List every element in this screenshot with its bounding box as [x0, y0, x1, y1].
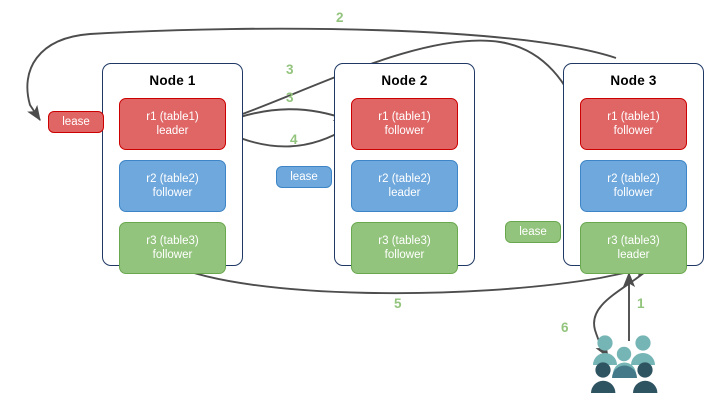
replica-r3[interactable]: r3 (table3) leader [580, 222, 687, 274]
edge-4 [226, 125, 351, 148]
replica-role: follower [384, 125, 425, 137]
replica-name: r3 (table3) [378, 235, 431, 247]
replica-r2[interactable]: r2 (table2) follower [580, 160, 687, 212]
replica-name: r3 (table3) [607, 235, 660, 247]
replica-role: follower [613, 125, 654, 137]
replica-name: r3 (table3) [146, 235, 199, 247]
replica-role: follower [613, 187, 654, 199]
replica-role: leader [388, 187, 421, 199]
replica-role: follower [152, 249, 193, 261]
replica-name: r2 (table2) [146, 173, 199, 185]
replica-name: r1 (table1) [607, 111, 660, 123]
users-group-icon [591, 335, 658, 393]
lease-label: lease [62, 116, 90, 128]
node-card-node-1[interactable]: Node 1 r1 (table1) leader r2 (table2) fo… [102, 63, 243, 274]
replica-r3[interactable]: r3 (table3) follower [351, 222, 458, 274]
lease-label: lease [519, 226, 547, 238]
replica-r1[interactable]: r1 (table1) follower [351, 98, 458, 150]
node-title: Node 3 [610, 73, 657, 88]
replica-role: leader [156, 125, 189, 137]
replica-name: r2 (table2) [607, 173, 660, 185]
node-card-node-2[interactable]: Node 2 r1 (table1) follower r2 (table2) … [334, 63, 475, 274]
node-card-node-3[interactable]: Node 3 r1 (table1) follower r2 (table2) … [563, 63, 704, 274]
step-number-1: 1 [637, 296, 645, 311]
step-number-2: 2 [336, 10, 344, 25]
replica-name: r2 (table2) [378, 173, 431, 185]
replica-role: follower [152, 187, 193, 199]
replica-r1[interactable]: r1 (table1) follower [580, 98, 687, 150]
replica-r2[interactable]: r2 (table2) leader [351, 160, 458, 212]
node-title: Node 2 [381, 73, 428, 88]
replica-r2[interactable]: r2 (table2) follower [119, 160, 226, 212]
replica-name: r1 (table1) [146, 111, 199, 123]
step-number-3b: 3 [286, 90, 294, 105]
replica-r1[interactable]: r1 (table1) leader [119, 98, 226, 150]
node-title: Node 1 [149, 73, 196, 88]
step-number-4: 4 [290, 132, 298, 147]
replica-list: r1 (table1) leader r2 (table2) follower … [103, 98, 242, 284]
replica-role: follower [384, 249, 425, 261]
replica-r3[interactable]: r3 (table3) follower [119, 222, 226, 274]
replica-role: leader [617, 249, 650, 261]
lease-badge-r3[interactable]: lease [505, 221, 561, 243]
replica-list: r1 (table1) follower r2 (table2) followe… [564, 98, 703, 284]
replica-list: r1 (table1) follower r2 (table2) leader … [335, 98, 474, 284]
lease-label: lease [290, 171, 318, 183]
step-number-3a: 3 [286, 62, 294, 77]
step-number-5: 5 [394, 296, 402, 311]
replica-name: r1 (table1) [378, 111, 431, 123]
lease-badge-r2[interactable]: lease [276, 166, 332, 188]
step-number-6: 6 [561, 320, 569, 335]
lease-badge-r1[interactable]: lease [48, 111, 104, 133]
